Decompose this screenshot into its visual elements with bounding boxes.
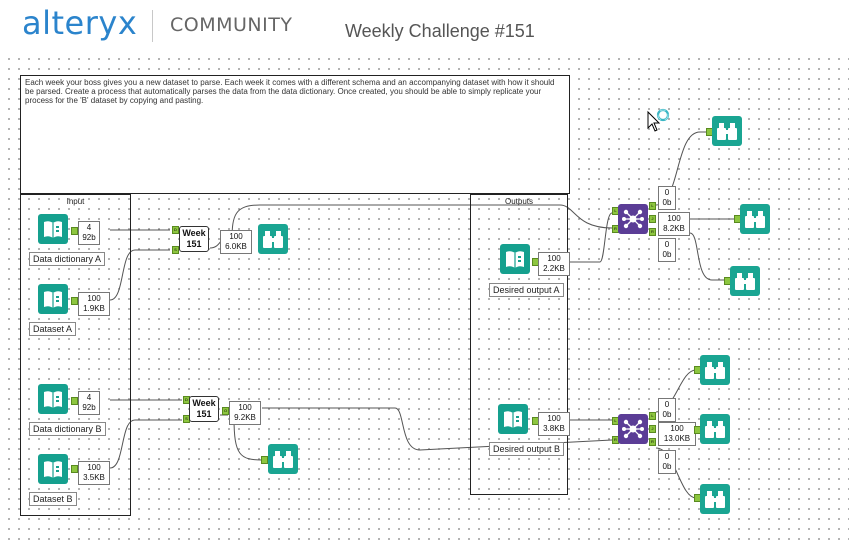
macro-b-anchor-o[interactable]: O xyxy=(222,407,229,415)
browse-tool-a-right[interactable] xyxy=(730,266,760,296)
input-container-title: Input xyxy=(66,197,85,206)
binoculars-icon xyxy=(705,362,725,379)
dataset-b-label: Dataset B xyxy=(29,492,77,506)
desired-output-b-label: Desired output B xyxy=(489,442,565,456)
join-b-out-r[interactable]: R xyxy=(649,438,656,446)
join-a-out-j[interactable]: J xyxy=(649,215,656,223)
book-icon xyxy=(506,251,524,268)
browse-tool-a-join[interactable] xyxy=(740,204,770,234)
join-icon xyxy=(622,419,644,439)
binoculars-icon xyxy=(705,421,725,438)
data-dictionary-b-label: Data dictionary B xyxy=(29,422,106,436)
challenge-title: Weekly Challenge #151 xyxy=(345,21,535,41)
book-icon xyxy=(44,391,62,408)
dataset-a-label: Dataset A xyxy=(29,322,77,336)
comment-box[interactable]: Each week your boss gives you a new data… xyxy=(20,75,570,194)
header: alteryx COMMUNITY Weekly Challenge #151 xyxy=(0,0,849,50)
output-anchor[interactable] xyxy=(71,297,78,305)
book-icon xyxy=(504,411,522,428)
community-label[interactable]: COMMUNITY xyxy=(170,14,293,36)
outputs-container[interactable]: Outputs xyxy=(470,194,568,495)
desired-output-a-label: Desired output A xyxy=(489,283,564,297)
book-icon xyxy=(44,221,62,238)
input-container[interactable]: Input xyxy=(20,194,131,516)
desired-output-b-tool[interactable] xyxy=(498,404,528,434)
busy-cursor-icon xyxy=(647,108,670,132)
binoculars-icon xyxy=(717,123,737,140)
week-151-macro-b[interactable]: Week 151 xyxy=(189,396,219,422)
browse-tool-a-left[interactable] xyxy=(712,116,742,146)
browse-tool-b-join[interactable] xyxy=(700,414,730,444)
browse-b-input-anchor[interactable] xyxy=(261,456,268,464)
browse-tool-b-right[interactable] xyxy=(700,484,730,514)
logo-divider xyxy=(152,10,153,42)
output-anchor[interactable] xyxy=(71,397,78,405)
join-a-out-r[interactable]: R xyxy=(649,228,656,236)
week-151-macro-a[interactable]: Week 151 xyxy=(179,226,209,252)
join-tool-a[interactable] xyxy=(618,204,648,234)
data-dictionary-a-tool[interactable] xyxy=(38,214,68,244)
join-tool-b[interactable] xyxy=(618,414,648,444)
join-a-out-l[interactable]: L xyxy=(649,202,656,210)
desired-output-a-tool[interactable] xyxy=(500,244,530,274)
dataset-b-tool[interactable] xyxy=(38,454,68,484)
join-b-out-l[interactable]: L xyxy=(649,412,656,420)
join-b-out-j[interactable]: J xyxy=(649,425,656,433)
book-icon xyxy=(44,291,62,308)
browse-tool-b-left[interactable] xyxy=(700,355,730,385)
join-icon xyxy=(622,209,644,229)
outputs-container-title: Outputs xyxy=(504,197,533,206)
output-anchor[interactable] xyxy=(71,465,78,473)
output-anchor[interactable] xyxy=(71,227,78,235)
data-dictionary-b-tool[interactable] xyxy=(38,384,68,414)
book-icon xyxy=(44,461,62,478)
binoculars-icon xyxy=(263,231,283,248)
macro-a-anchor-d[interactable]: D xyxy=(172,226,179,234)
binoculars-icon xyxy=(273,451,293,468)
binoculars-icon xyxy=(745,211,765,228)
binoculars-icon xyxy=(705,491,725,508)
alteryx-logo[interactable]: alteryx xyxy=(22,4,138,42)
dataset-a-tool[interactable] xyxy=(38,284,68,314)
browse-tool-b[interactable] xyxy=(268,444,298,474)
macro-a-anchor-s[interactable]: S xyxy=(172,246,179,254)
binoculars-icon xyxy=(735,273,755,290)
browse-tool-a[interactable] xyxy=(258,224,288,254)
data-dictionary-a-label: Data dictionary A xyxy=(29,252,106,266)
